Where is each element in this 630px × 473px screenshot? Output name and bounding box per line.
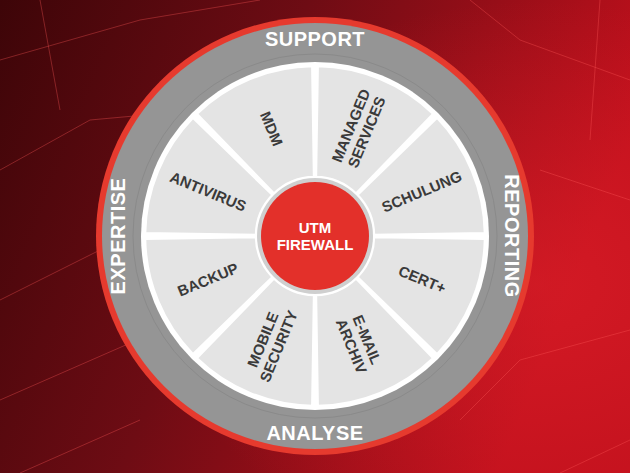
ring-label: REPORTING <box>501 174 523 297</box>
service-ring: SUPPORTREPORTINGANALYSEEXPERTISEMDMMANAG… <box>93 14 537 458</box>
ring-label: ANALYSE <box>266 422 363 444</box>
ring-label: SUPPORT <box>265 28 365 50</box>
center-label: UTM FIREWALL <box>272 220 358 253</box>
center-circle: UTM FIREWALL <box>256 177 374 295</box>
ring-label: EXPERTISE <box>107 178 129 295</box>
